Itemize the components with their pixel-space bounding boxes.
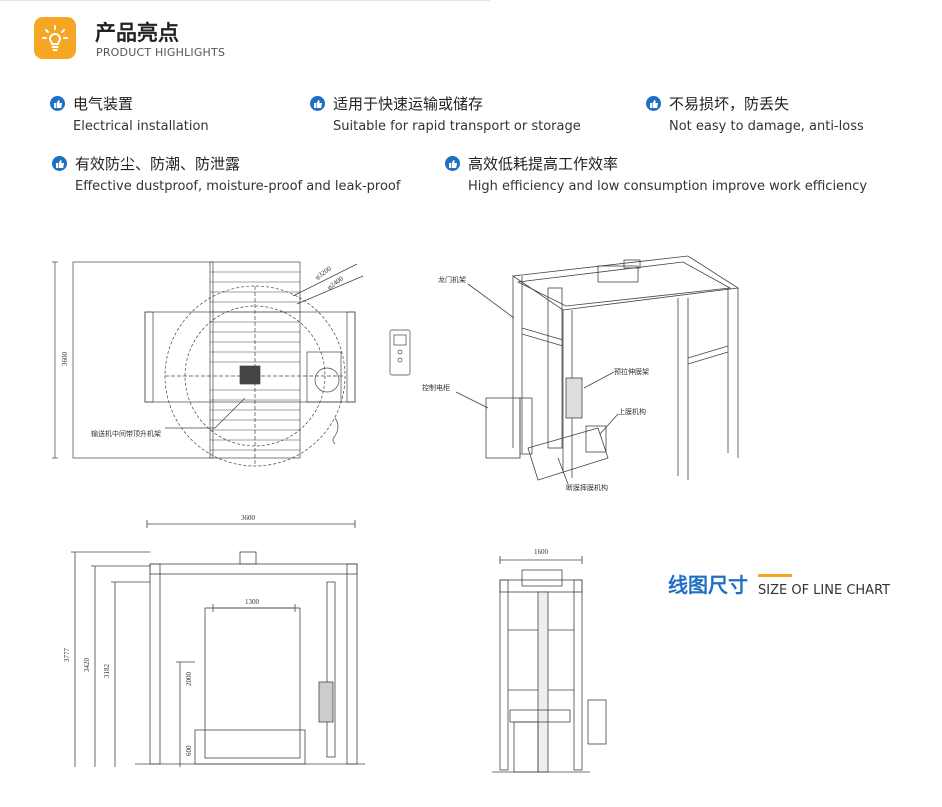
top-view-drawing: 3600 φ3200 φ2400 输送机中间带顶升机架	[45, 248, 415, 468]
dim-h5-label: 600	[185, 745, 193, 756]
feature-title: 适用于快速运输或储存	[333, 95, 484, 113]
conveyor-label: 输送机中间带顶升机架	[91, 429, 161, 438]
feature-title: 不易损坏，防丢失	[669, 95, 790, 113]
dim-inner-label: 1300	[245, 598, 260, 606]
gantry-label: 龙门机架	[438, 275, 466, 284]
upper-film-label: 上膜机构	[618, 407, 646, 416]
feature-subtitle: Electrical installation	[73, 119, 209, 134]
page-subtitle: PRODUCT HIGHLIGHTS	[96, 46, 226, 59]
feature-item-electrical: 电气装置 Electrical installation	[50, 93, 209, 134]
feature-subtitle: Suitable for rapid transport or storage	[333, 119, 581, 134]
isometric-view-drawing: 龙门机架 控制电柜 预拉伸膜架 上膜机构 断膜摔膜机构	[418, 248, 758, 498]
feature-title: 有效防尘、防潮、防泄露	[75, 155, 241, 173]
dim-h2-label: 3420	[83, 658, 91, 673]
thumbs-up-icon	[50, 96, 65, 111]
feature-item-transport: 适用于快速运输或储存 Suitable for rapid transport …	[310, 93, 581, 134]
feature-title: 电气装置	[73, 95, 134, 113]
size-title-cn: 线图尺寸	[668, 573, 748, 597]
control-cabinet-label: 控制电柜	[422, 383, 450, 392]
dim-d2-label: φ2400	[326, 274, 346, 291]
prestretch-label: 预拉伸膜架	[614, 367, 649, 376]
dim-h4-label: 2000	[185, 672, 193, 687]
thumbs-up-icon	[310, 96, 325, 111]
lightbulb-icon	[34, 17, 76, 59]
page-title: 产品亮点	[95, 21, 179, 45]
dim-h1-label: 3777	[63, 648, 71, 663]
feature-item-dustproof: 有效防尘、防潮、防泄露 Effective dustproof, moistur…	[52, 153, 400, 194]
dim-h3-label: 3182	[103, 664, 111, 679]
top-divider	[0, 0, 490, 1]
feature-subtitle: Effective dustproof, moisture-proof and …	[75, 179, 401, 194]
front-view-drawing: 3600 3777 3420 3182 2000 600 1300	[55, 512, 385, 777]
dim-width-label: 1600	[534, 548, 549, 556]
size-title-en: SIZE OF LINE CHART	[758, 583, 891, 598]
dim-height-label: 3600	[61, 352, 69, 367]
thumbs-up-icon	[445, 156, 460, 171]
accent-bar	[758, 574, 792, 577]
feature-item-anti-loss: 不易损坏，防丢失 Not easy to damage, anti-loss	[646, 93, 864, 134]
thumbs-up-icon	[52, 156, 67, 171]
feature-subtitle: Not easy to damage, anti-loss	[669, 119, 864, 134]
cut-film-label: 断膜摔膜机构	[566, 483, 608, 492]
feature-subtitle: High efficiency and low consumption impr…	[468, 179, 868, 194]
feature-item-efficiency: 高效低耗提高工作效率 High efficiency and low consu…	[445, 153, 867, 194]
side-view-drawing: 1600	[478, 540, 618, 780]
size-section-title: 线图尺寸 SIZE OF LINE CHART	[668, 569, 890, 598]
thumbs-up-icon	[646, 96, 661, 111]
feature-title: 高效低耗提高工作效率	[468, 155, 619, 173]
dim-d1-label: φ3200	[314, 264, 334, 281]
dim-width-label: 3600	[241, 514, 256, 522]
